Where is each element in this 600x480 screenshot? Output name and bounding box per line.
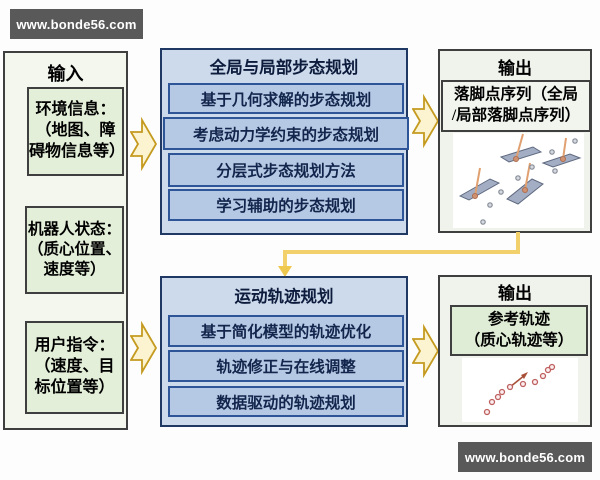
reference-trajectory-figure — [462, 358, 578, 422]
gait-planning-block: 全局与局部步态规划 基于几何求解的步态规划 考虑动力学约束的步态规划 分层式步态… — [160, 48, 409, 235]
input-item-user-command: 用户指令： （速度、目 标位置等） — [25, 321, 124, 414]
output-bottom-block: 输出 参考轨迹 （质心轨迹等） — [438, 275, 592, 427]
watermark-bottom: www.bonde56.com — [458, 442, 592, 472]
gait-method-geometric: 基于几何求解的步态规划 — [168, 83, 404, 114]
trajectory-method-data-driven: 数据驱动的轨迹规划 — [168, 386, 404, 417]
input-item-robot-state: 机器人状态： （质心位置、 速度等） — [25, 206, 124, 294]
arrow-right-icon — [130, 117, 158, 171]
trajectory-planning-block: 运动轨迹规划 基于简化模型的轨迹优化 轨迹修正与在线调整 数据驱动的轨迹规划 — [160, 276, 408, 427]
input-panel-title: 输入 — [47, 64, 84, 84]
watermark-top: www.bonde56.com — [10, 9, 143, 39]
elbow-down-arrow-icon — [278, 232, 520, 277]
arrow-right-icon — [130, 321, 158, 375]
arrow-right-icon — [412, 94, 440, 148]
arrow-right-icon — [412, 324, 440, 378]
trajectory-method-simplified-model: 基于简化模型的轨迹优化 — [168, 315, 404, 347]
trajectory-method-online-adjust: 轨迹修正与在线调整 — [168, 350, 404, 382]
footstep-sequence-figure — [453, 133, 584, 228]
gait-method-learning: 学习辅助的步态规划 — [168, 189, 404, 221]
input-panel: 输入 环境信息： （地图、障 碍物信息等） 机器人状态： （质心位置、 速度等）… — [3, 51, 128, 430]
output-top-block: 输出 落脚点序列（全局 /局部落脚点序列） — [438, 49, 592, 233]
reference-trajectory-label: 参考轨迹 （质心轨迹等） — [450, 305, 588, 356]
gait-method-hierarchical: 分层式步态规划方法 — [168, 153, 404, 187]
gait-planning-title: 全局与局部步态规划 — [209, 58, 359, 77]
input-item-environment: 环境信息： （地图、障 碍物信息等） — [27, 87, 125, 176]
gait-method-dynamics: 考虑动力学约束的步态规划 — [163, 117, 409, 150]
trajectory-planning-title: 运动轨迹规划 — [234, 287, 334, 306]
footstep-sequence-label: 落脚点序列（全局 /局部落脚点序列） — [441, 80, 591, 132]
output-bottom-title: 输出 — [498, 284, 532, 303]
output-top-title: 输出 — [498, 59, 532, 78]
